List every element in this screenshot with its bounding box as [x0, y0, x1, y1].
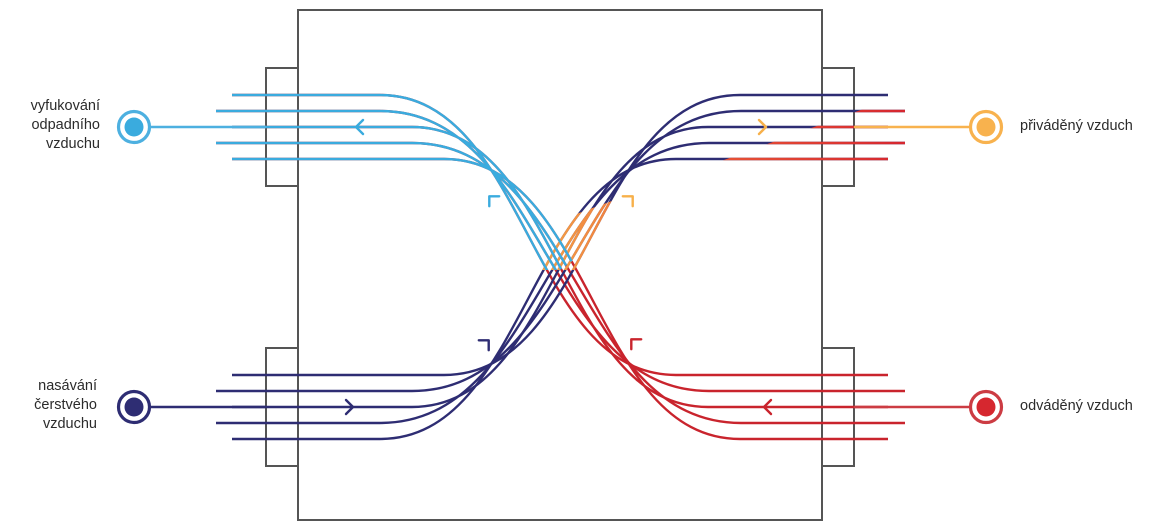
exhaust-diagonal-arrow-icon: [488, 195, 501, 208]
fresh-label-line-3: vzduchu: [42, 416, 97, 432]
chevron-arrow-icon: [477, 339, 490, 352]
port-dot: [124, 397, 144, 417]
exhaust-flow-line: [216, 109, 600, 270]
port-dot: [124, 117, 144, 137]
supply-label-text: přiváděný vzduch: [1020, 118, 1133, 134]
chevron-arrow-icon: [757, 118, 768, 136]
extract-label-text: odváděný vzduch: [1020, 398, 1133, 414]
chevron-arrow-icon: [344, 398, 355, 416]
chevron-arrow-icon: [630, 338, 643, 351]
exhaust-flow-line: [216, 141, 600, 270]
exhaust-outlet-arrow-icon: [354, 118, 365, 136]
supply-port-icon: [968, 109, 1004, 145]
fresh-flow-line: [216, 141, 905, 425]
exhaust-air-label: vyfukování odpadního vzduchu: [0, 97, 100, 154]
exhaust-flow-line: [232, 125, 600, 270]
extract-port-icon: [968, 389, 1004, 425]
exhaust-air-flow: [216, 93, 600, 270]
fresh-diagonal-arrow-icon: [477, 339, 490, 352]
fresh-intake-label: nasávání čerstvého vzduchu: [0, 377, 97, 434]
fresh-label-line-1: nasávání: [38, 378, 97, 394]
exhaust-flow-line: [232, 93, 600, 270]
extract-air-label: odváděný vzduch: [1020, 397, 1161, 416]
chevron-arrow-icon: [621, 195, 634, 208]
flow-arrows: [344, 118, 773, 416]
chevron-arrow-icon: [354, 118, 365, 136]
fresh-inlet-arrow-icon: [344, 398, 355, 416]
extract-diagonal-arrow-icon: [630, 338, 643, 351]
supply-diagonal-arrow-icon: [621, 195, 634, 208]
exhaust-flow-line: [232, 157, 600, 270]
port-dot: [976, 117, 996, 137]
exhaust-label-line-3: vzduchu: [45, 136, 100, 152]
chevron-arrow-icon: [488, 195, 501, 208]
exhaust-label-line-1: vyfukování: [30, 98, 100, 114]
chevron-arrow-icon: [762, 398, 773, 416]
fresh-flow-line: [232, 157, 888, 441]
fresh-label-line-2: čerstvého: [34, 397, 97, 413]
exhaust-label-line-2: odpadního: [31, 117, 100, 133]
extract-inlet-arrow-icon: [762, 398, 773, 416]
fresh-port-icon: [116, 389, 152, 425]
supply-air-label: přiváděný vzduch: [1020, 117, 1161, 136]
supply-outlet-arrow-icon: [757, 118, 768, 136]
ports: [116, 109, 1004, 425]
port-dot: [976, 397, 996, 417]
exhaust-port-icon: [116, 109, 152, 145]
